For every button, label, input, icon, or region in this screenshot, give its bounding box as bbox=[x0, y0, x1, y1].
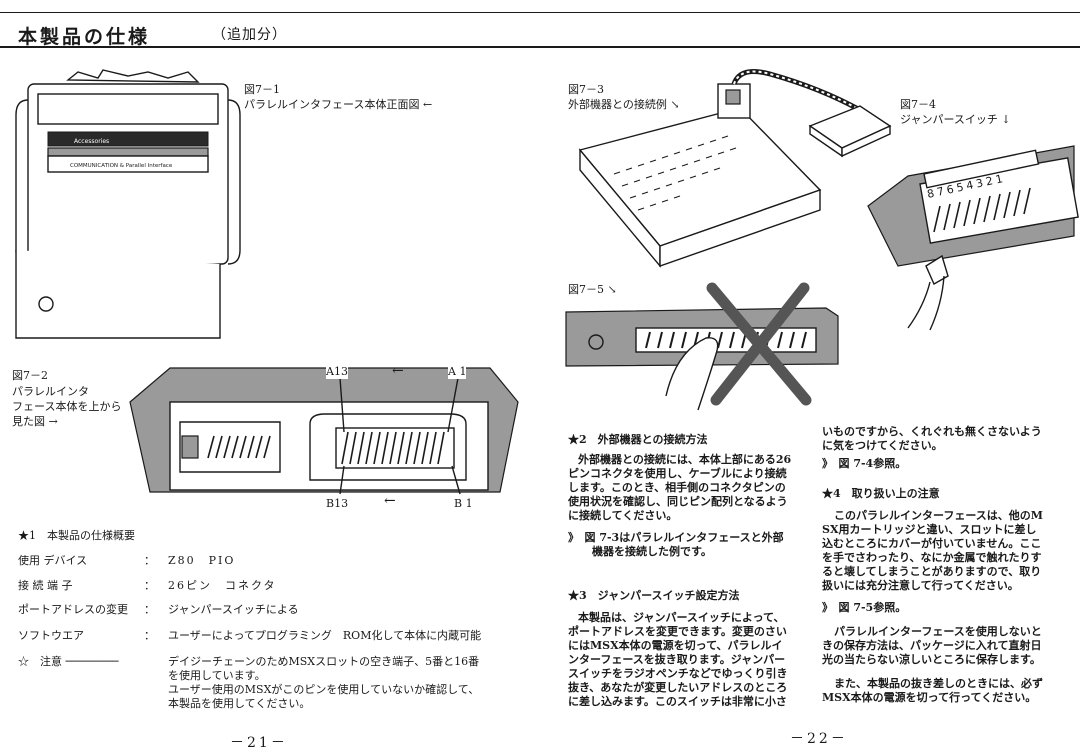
sec3-line-4: ンターフェースを抜き取ります。ジャンパー bbox=[568, 653, 786, 666]
page-subtitle: （追加分） bbox=[212, 27, 287, 43]
sec2-heading: ★2 外部機器との接続方法 bbox=[568, 433, 708, 446]
spec-label: 接 続 端 子 bbox=[18, 579, 73, 592]
cartridge-product-text: COMMUNICATION & Parallel Interface bbox=[70, 163, 173, 169]
note-label: ☆ 注意 ──────── bbox=[18, 655, 119, 668]
sec2-line-4: 使用状況を確認し、同じピン配列となるよう bbox=[568, 495, 788, 508]
note-line-2: を使用しています。 bbox=[168, 669, 266, 682]
page-number-left: －21－ bbox=[230, 735, 288, 751]
jumper-switch-illustration: 87654321 bbox=[867, 145, 1079, 331]
col2-line-2: に気をつけてください。 bbox=[822, 439, 943, 452]
sec3-line-1: 本製品は、ジャンパースイッチによって、 bbox=[578, 611, 785, 624]
fig71-number: 図7－1 bbox=[244, 83, 280, 96]
sec3-line-3: にはMSX本体の電源を切って、パラレルイ bbox=[568, 639, 783, 652]
spec-colon: ： bbox=[144, 603, 155, 616]
spec-label: 使用 デバイス bbox=[18, 554, 88, 567]
sec2-ref-line-1: 》 図 7-3はパラレルインタフェースと外部 bbox=[568, 531, 784, 544]
sec4-line-2: SX用カートリッジと違い、スロットに差し bbox=[822, 523, 1037, 536]
spec-label: ソフトウエア bbox=[18, 629, 84, 642]
sec3-line-6: 抜き、あなたが変更したいアドレスのところ bbox=[568, 681, 788, 694]
sec4-line-5: ると壊してしまうことがありますので、取り bbox=[822, 565, 1042, 578]
sec2-line-5: に接続してください。 bbox=[568, 509, 678, 522]
spec-row: 接 続 端 子 ： 26ピン コネクタ bbox=[18, 578, 538, 594]
para3-line-1: また、本製品の抜き差しのときには、必ず bbox=[834, 677, 1043, 690]
connector-arrow-bottom: ← bbox=[384, 493, 396, 509]
sec2-ref-line-2: 機器を接続した例です。 bbox=[592, 545, 712, 558]
connector-label-a1: A 1 bbox=[448, 364, 467, 379]
fig73-number: 図7－3 bbox=[568, 83, 604, 96]
fig74-number: 図7－4 bbox=[900, 98, 936, 111]
fig73-caption: 外部機器との接続例 ↘ bbox=[568, 98, 680, 111]
spec-colon: ： bbox=[144, 554, 155, 567]
spec-row: ポートアドレスの変更 ： ジャンパースイッチによる bbox=[18, 602, 538, 618]
sec4-line-4: を手でさわったり、なにか金属で触れたりす bbox=[822, 551, 1042, 564]
connector-arrow-top: ← bbox=[392, 363, 404, 379]
do-not-touch-illustration bbox=[565, 282, 839, 411]
para2-line-2: きの保存方法は、パッケージに入れて直射日 bbox=[822, 639, 1042, 652]
page-title: 本製品の仕様 bbox=[18, 26, 151, 48]
sec2-line-3: します。このとき、相手側のコネクタピンの bbox=[568, 481, 786, 494]
spec-value: ジャンパースイッチによる bbox=[168, 603, 299, 616]
fig72-number: 図7－2 bbox=[12, 369, 48, 382]
sec3-heading: ★3 ジャンパースイッチ設定方法 bbox=[568, 589, 740, 602]
spec-value: ユーザーによってプログラミング ROM化して本体に内蔵可能 bbox=[168, 629, 482, 642]
note-line-1: デイジーチェーンのためMSXスロットの空き端子、5番と16番 bbox=[168, 655, 480, 668]
col2-ref-1: 》 図 7-4参照。 bbox=[822, 457, 907, 470]
spec-label: ポートアドレスの変更 bbox=[18, 603, 128, 616]
sec3-line-2: ポートアドレスを変更できます。変更のさい bbox=[568, 625, 787, 638]
sec3-line-7: に差し込みます。このスイッチは非常に小さ bbox=[568, 695, 787, 708]
fig71-caption: パラレルインタフェース本体正面図 ← bbox=[244, 98, 433, 111]
fig74-caption: ジャンパースイッチ ↓ bbox=[900, 113, 1011, 126]
spec-row: ソフトウエア ： ユーザーによってプログラミング ROM化して本体に内蔵可能 bbox=[18, 628, 538, 644]
page-number-right: －22－ bbox=[790, 731, 848, 747]
cartridge-front-illustration: Accessories COMMUNICATION & Parallel Int… bbox=[15, 69, 241, 339]
note-line-4: 本製品を使用してください。 bbox=[168, 697, 311, 710]
para3-line-2: MSX本体の電源を切って行ってください。 bbox=[822, 691, 1037, 704]
fig72-line-3: 見た図 → bbox=[12, 415, 58, 428]
sec4-line-1: このパラレルインターフェースは、他のM bbox=[834, 509, 1043, 522]
fig72-line-2: フェース本体を上から bbox=[12, 400, 122, 413]
connection-example-illustration bbox=[578, 69, 892, 268]
connector-top-view-illustration bbox=[129, 367, 519, 495]
fig72-line-1: パラレルインタ bbox=[12, 385, 89, 398]
sec4-heading: ★4 取り扱い上の注意 bbox=[822, 487, 940, 500]
para2-line-1: パラレルインターフェースを使用しないと bbox=[834, 625, 1042, 638]
sec4-line-6: 扱いには充分注意して行ってください。 bbox=[822, 579, 1019, 592]
spec-value: Z80 PIO bbox=[168, 554, 236, 567]
spec-value: 26ピン コネクタ bbox=[168, 579, 277, 592]
header-rule bbox=[0, 46, 1080, 48]
spec-heading: ★1 本製品の仕様概要 bbox=[18, 529, 135, 542]
note-line-3: ユーザー使用のMSXがこのピンを使用していないか確認して、 bbox=[168, 683, 480, 696]
connector-label-b13: B13 bbox=[326, 497, 349, 510]
sec3-line-5: スイッチをラジオペンチなどでゆっくり引き bbox=[568, 667, 788, 680]
sec4-line-3: 込むところにカバーが付いていません。ここ bbox=[822, 537, 1042, 550]
spec-colon: ： bbox=[144, 629, 155, 642]
sec2-line-1: 外部機器との接続には、本体上部にある26 bbox=[578, 453, 792, 466]
spec-colon: ： bbox=[144, 579, 155, 592]
top-rule bbox=[0, 12, 1080, 13]
connector-label-b1: B 1 bbox=[454, 497, 473, 510]
col2-line-1: いものですから、くれぐれも無くさないよう bbox=[822, 425, 1042, 438]
spec-row: 使用 デバイス ： Z80 PIO bbox=[18, 553, 538, 569]
cartridge-logo-text: Accessories bbox=[74, 138, 109, 145]
connector-label-a13: A13 bbox=[326, 364, 348, 379]
col2-ref-2: 》 図 7-5参照。 bbox=[822, 601, 907, 614]
fig75-number: 図7－5 ↘ bbox=[568, 283, 617, 296]
para2-line-3: 光の当たらない涼しいところに保存します。 bbox=[822, 653, 1041, 666]
sec2-line-2: ピンコネクタを使用し、ケーブルにより接続 bbox=[568, 467, 787, 480]
